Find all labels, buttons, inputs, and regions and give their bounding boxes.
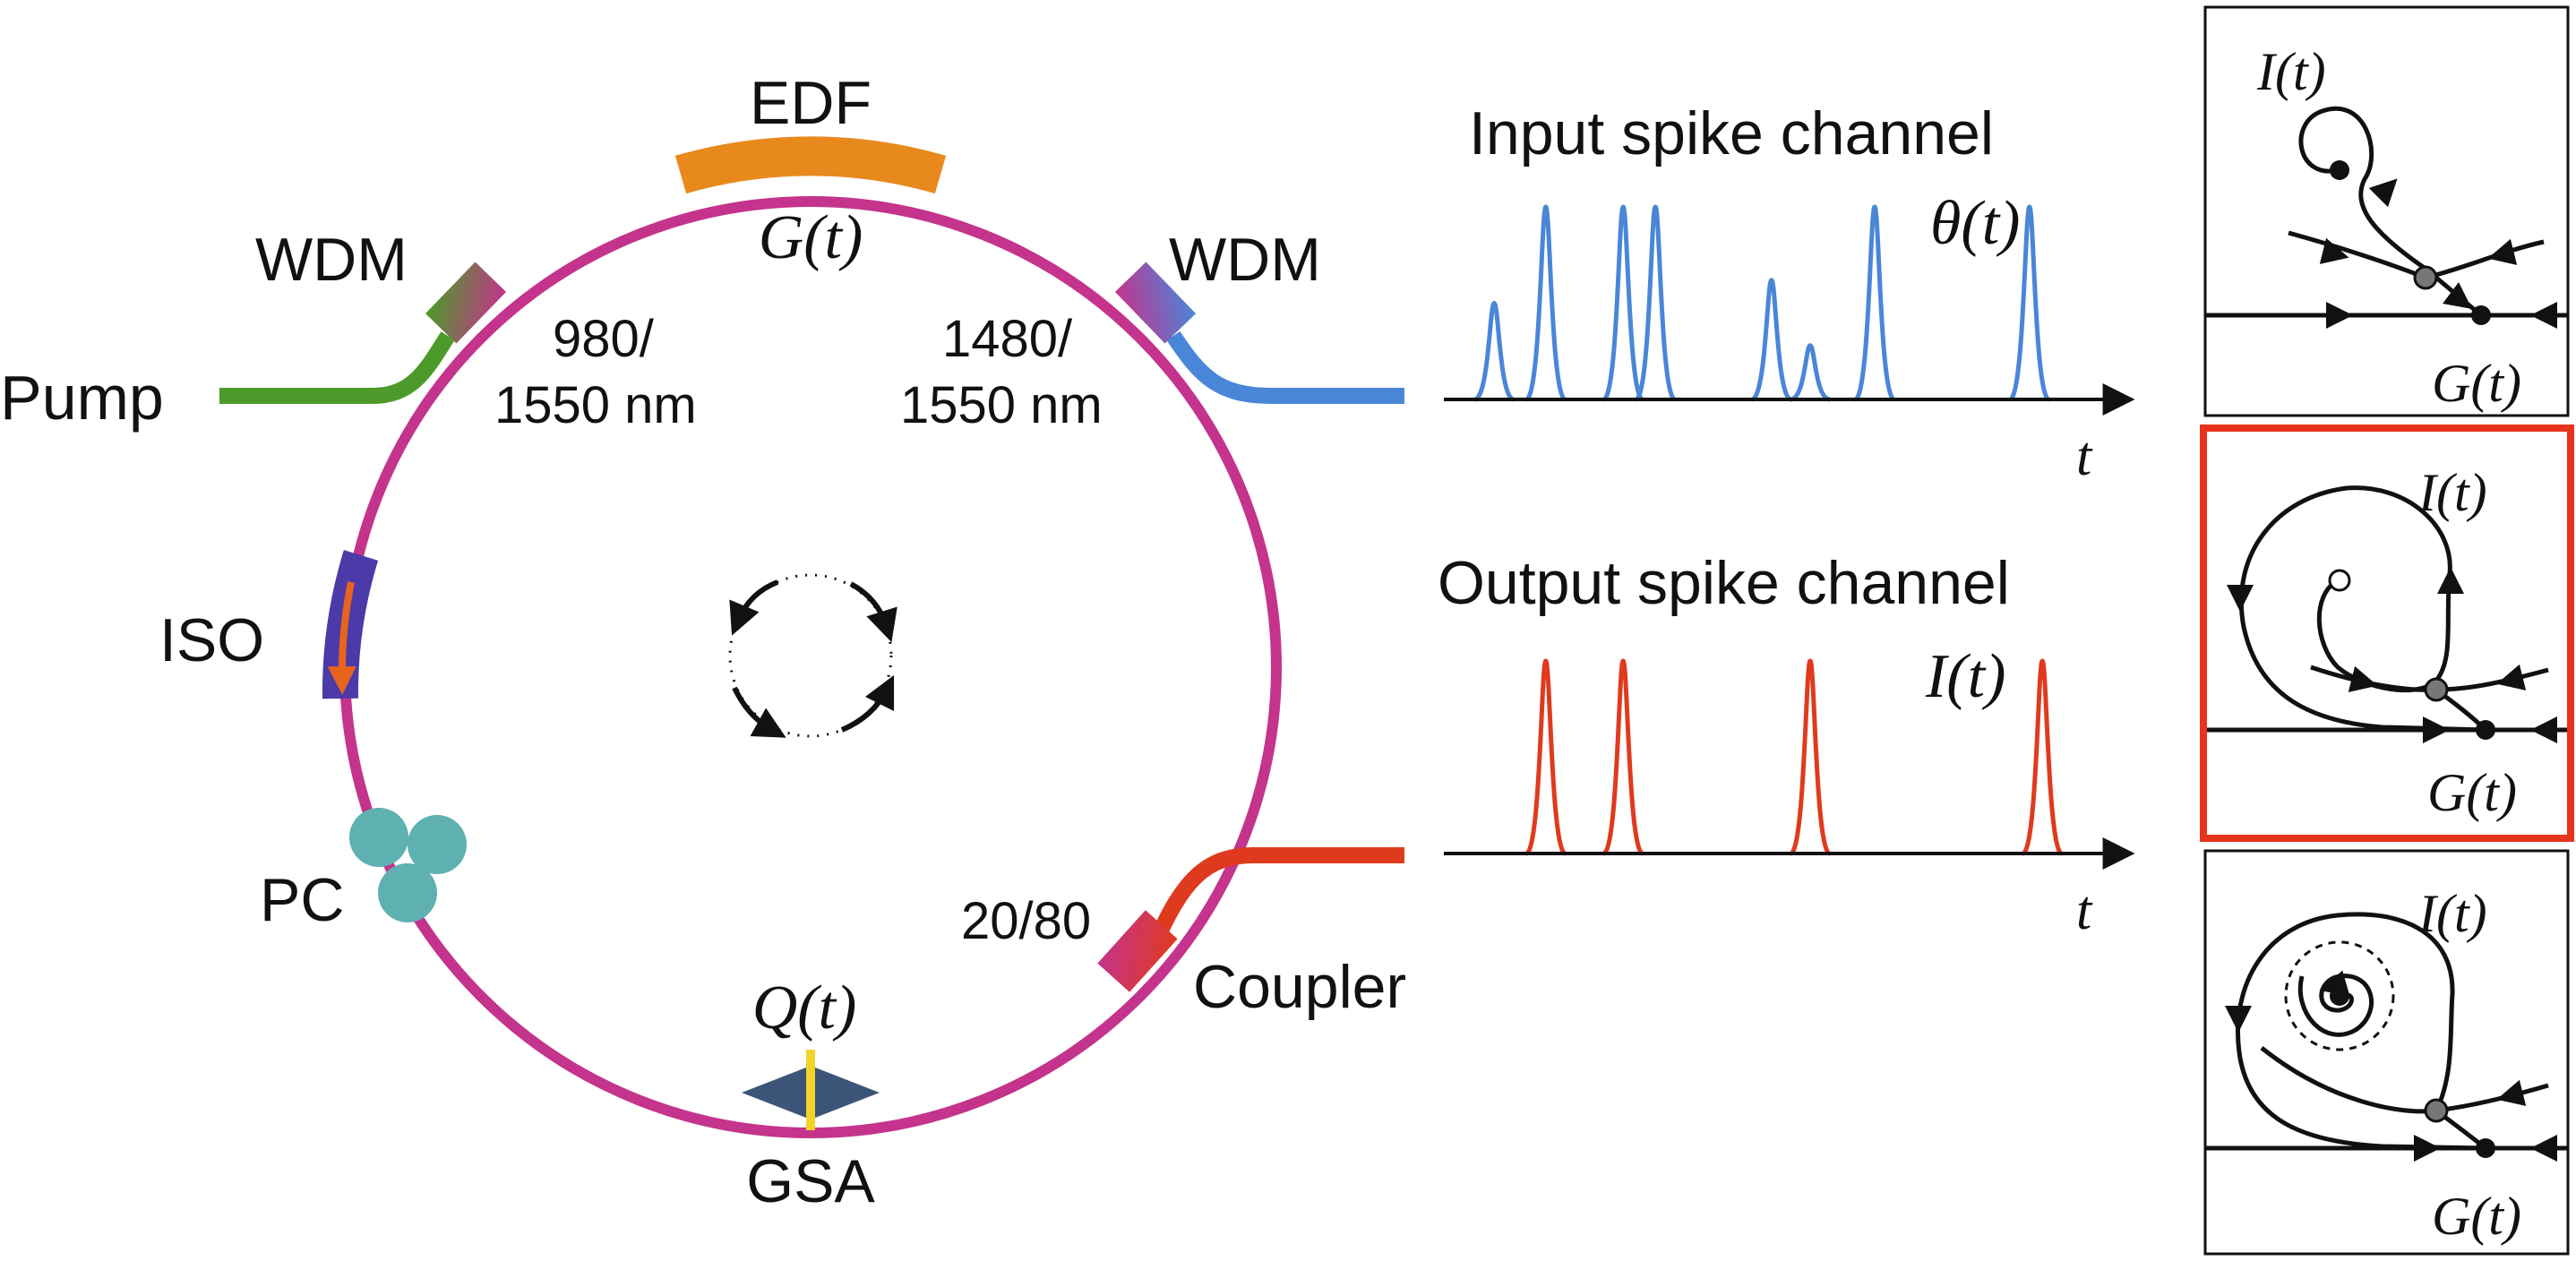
isolator-arrow — [327, 581, 356, 695]
edf-segment — [674, 136, 947, 194]
spike — [1750, 278, 1793, 402]
phase-portrait-1: I(t) G(t) — [2203, 5, 2570, 417]
pump-fiber — [219, 331, 455, 404]
wdm-left-label: WDM — [255, 226, 408, 294]
phase-y-label: I(t) — [2417, 463, 2487, 522]
circulation-arrow-icon — [840, 674, 895, 733]
output-spike-channel: Output spike channel I(t) t — [1438, 549, 2135, 941]
spike — [2020, 658, 2065, 856]
phase-x-label: G(t) — [2427, 763, 2517, 822]
coupler-ratio-label: 20/80 — [961, 892, 1091, 950]
phase-portrait-frame-highlighted — [2200, 425, 2574, 842]
circulation-arrow-icon — [732, 686, 786, 738]
input-fiber — [1166, 331, 1404, 404]
input-channel-title: Input spike channel — [1469, 99, 1994, 167]
input-spike-train — [1473, 204, 2052, 402]
input-spike-channel: Input spike channel θ(t) t — [1444, 99, 2135, 487]
output-signal-label: I(t) — [1925, 642, 2005, 711]
spike — [1790, 343, 1831, 402]
spike — [1633, 204, 1678, 402]
spike — [1473, 300, 1516, 402]
output-time-label: t — [2076, 880, 2093, 941]
edf-label: EDF — [750, 69, 872, 137]
phase-portrait-2: I(t) G(t) — [2200, 425, 2574, 842]
fixed-point-stable — [2330, 986, 2349, 1006]
flow-arrow-icon — [2368, 178, 2398, 208]
fixed-point-origin — [2476, 1138, 2495, 1158]
flow-arrow-icon — [2496, 1079, 2527, 1106]
flow-arrow-icon — [2319, 237, 2349, 264]
fixed-point-origin — [2476, 720, 2495, 740]
trajectory — [2238, 485, 2486, 733]
wdm-left-wavelength-line2: 1550 nm — [494, 376, 697, 434]
circulation-arrow-icon — [729, 579, 779, 636]
output-spike-train — [1524, 658, 2065, 856]
circulation-arrow-icon — [849, 581, 897, 643]
input-time-label: t — [2076, 426, 2093, 487]
iso-label: ISO — [159, 606, 264, 674]
spike — [1852, 204, 1897, 402]
gsa-label: GSA — [746, 1147, 875, 1215]
phase-y-label: I(t) — [2256, 42, 2326, 101]
output-channel-title: Output spike channel — [1438, 549, 2010, 617]
spike — [1601, 658, 1645, 856]
spike — [2007, 204, 2052, 402]
fixed-point-origin — [2471, 305, 2491, 325]
polarization-controller — [349, 808, 467, 922]
flow-arrow-icon — [2496, 664, 2527, 691]
wdm-right-wavelength-line2: 1550 nm — [900, 376, 1103, 434]
trajectory — [2297, 974, 2374, 1037]
fixed-point-stable — [2330, 160, 2349, 180]
gsa-loss-label: Q(t) — [752, 974, 857, 1042]
flow-arrow-icon — [2443, 282, 2472, 309]
wdm-right-label: WDM — [1169, 226, 1321, 294]
pump-label: Pump — [0, 363, 164, 433]
phase-portrait-frame — [2203, 5, 2570, 417]
fixed-point-saddle — [2424, 1098, 2449, 1123]
spike — [1524, 658, 1568, 856]
pc-label: PC — [260, 866, 344, 934]
spike — [1524, 204, 1568, 402]
output-fiber — [1147, 847, 1404, 946]
input-signal-label: θ(t) — [1930, 189, 2020, 258]
wdm-left-block — [425, 262, 507, 344]
phase-x-label: G(t) — [2432, 1187, 2521, 1246]
spike — [1788, 658, 1833, 856]
fixed-point-saddle — [2413, 265, 2438, 290]
wdm-right-block — [1114, 262, 1197, 344]
wdm-right-wavelength-line1: 1480/ — [942, 310, 1073, 368]
trajectory — [2236, 912, 2486, 1151]
wdm-left-wavelength-line1: 980/ — [553, 310, 655, 368]
fixed-point-unstable — [2328, 569, 2351, 592]
coupler-block — [1097, 910, 1178, 992]
circulation-indicator — [728, 573, 897, 738]
edf-gain-label: G(t) — [759, 203, 863, 272]
spike — [1601, 204, 1645, 402]
flow-arrow-icon — [2320, 970, 2350, 997]
pc-paddle — [378, 863, 437, 922]
phase-portrait-3: I(t) G(t) — [2203, 849, 2570, 1256]
coupler-label: Coupler — [1193, 953, 1406, 1021]
flow-arrow-icon — [2487, 238, 2518, 265]
phase-x-label: G(t) — [2432, 354, 2521, 413]
flow-arrow-icon — [2348, 665, 2378, 692]
pc-paddle — [408, 815, 467, 874]
fiber-ring-laser: EDF G(t) Pump WDM 980/ 1550 nm WDM 1480/… — [0, 69, 1406, 1215]
trajectory — [2298, 106, 2483, 317]
limit-cycle — [2284, 940, 2395, 1051]
fixed-point-saddle — [2424, 677, 2449, 702]
pc-paddle — [349, 808, 408, 867]
